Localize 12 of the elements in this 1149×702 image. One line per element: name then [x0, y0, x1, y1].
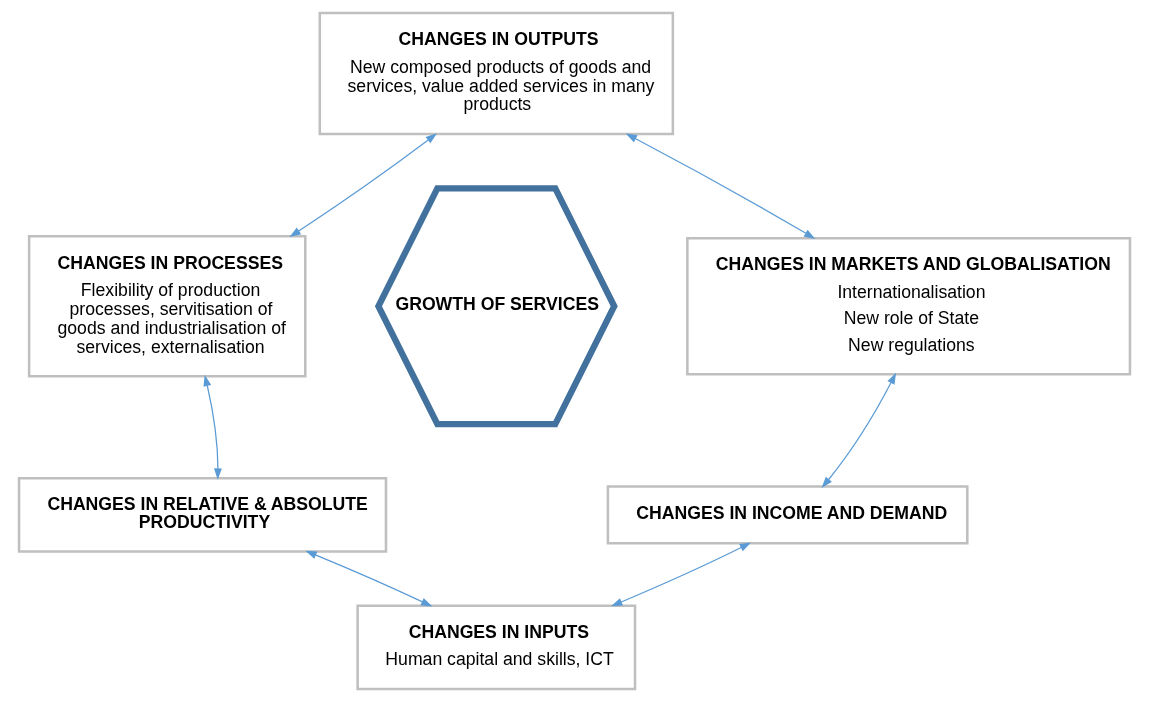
node-box: CHANGES IN RELATIVE & ABSOLUTE PRODUCTIVITY — [17, 477, 388, 553]
arrow — [289, 133, 437, 238]
arrow — [821, 372, 897, 488]
node-box: CHANGES IN INCOME AND DEMAND — [606, 485, 969, 545]
arrow — [305, 550, 433, 607]
node-box: CHANGES IN INPUTS Human capital and skills, ICT — [356, 604, 637, 691]
arrow — [625, 133, 816, 239]
node-box: CHANGES IN PROCESSES Flexibility of production processes, servitisation of goods and industrialisation of services, externalisation — [27, 235, 307, 378]
node-box: CHANGES IN OUTPUTS New composed products of goods and services, value added services in many products — [318, 11, 675, 136]
arrow — [203, 374, 222, 480]
node-box: CHANGES IN MARKETS AND GLOBALISATION Internationalisation New role of State New regulations — [686, 236, 1132, 376]
arrow — [611, 542, 752, 607]
